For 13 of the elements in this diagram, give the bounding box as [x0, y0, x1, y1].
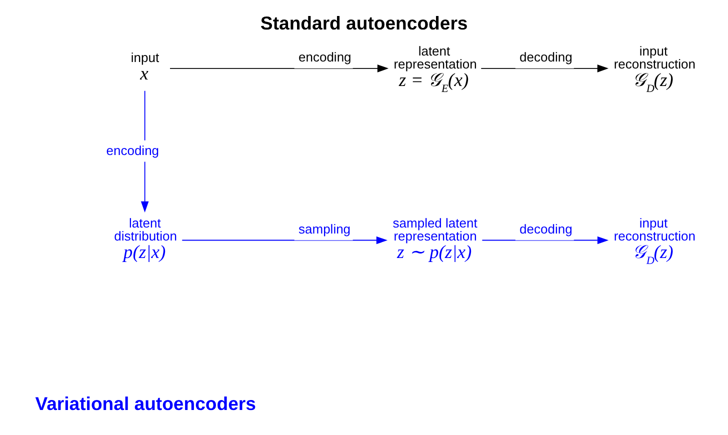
edge-label: decoding	[520, 50, 572, 65]
node-text: input reconstruction 𝒢$_{D}$(z)	[614, 44, 696, 96]
node-text: sampled latent representation z ∼ p(z|x)	[392, 215, 478, 263]
diagram-title: Standard autoencoders	[260, 12, 468, 34]
caption: Variational autoencoders	[35, 393, 256, 414]
edge-label: decoding	[520, 221, 572, 236]
node-text: latent distribution p(z|x)	[114, 215, 178, 263]
edge-label: sampling	[298, 221, 351, 236]
node-text: input reconstruction 𝒢$_{D}$(z)	[614, 215, 696, 267]
node-text: latent representation z = 𝒢$_{E}$(x)	[394, 44, 477, 96]
node-text: input x	[130, 50, 160, 85]
edge-label: encoding	[106, 142, 160, 158]
edge-label: encoding	[298, 50, 352, 65]
